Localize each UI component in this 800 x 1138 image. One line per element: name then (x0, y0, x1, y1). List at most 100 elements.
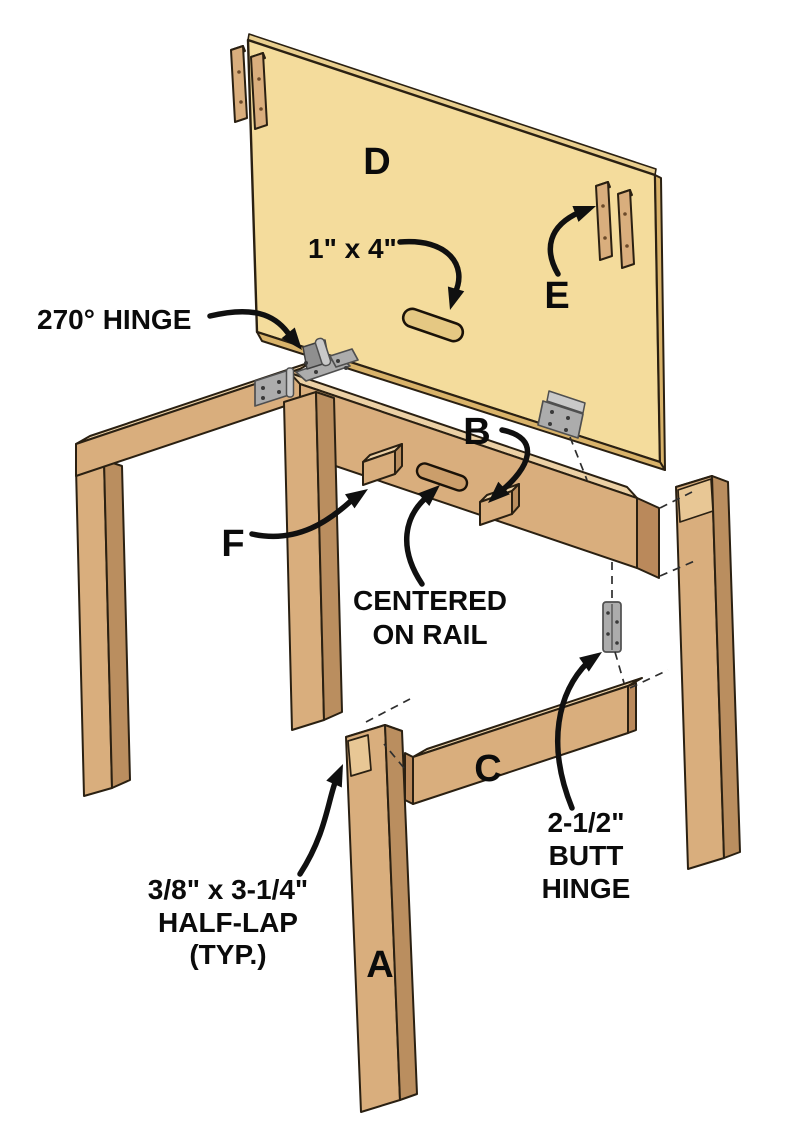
hinge-barrel (546, 390, 586, 414)
panel-bottom-edge (256, 331, 666, 471)
butt-hinge (602, 601, 622, 653)
table-frame (75, 360, 660, 797)
annotation-halflap-line1: 3/8" x 3-1/4" (148, 874, 308, 905)
arrowhead (488, 481, 510, 503)
part-label-a: A (366, 944, 393, 986)
cleat-front-face (230, 45, 248, 123)
screw-hole (239, 100, 243, 104)
leg-side-face (711, 475, 741, 859)
screw (566, 416, 570, 420)
panel-cleats-right (595, 181, 635, 269)
assembly-guide-dashed (614, 651, 625, 684)
arrow-270-hinge (207, 308, 291, 336)
screw (564, 428, 568, 432)
rail-end-face (404, 752, 414, 805)
arrowhead (326, 764, 343, 788)
assembly-guide-dashed (629, 669, 669, 689)
hinge-panel-right (537, 390, 586, 439)
screw (277, 390, 281, 394)
hinge-barrel (314, 337, 332, 367)
part-label-b: B (463, 411, 490, 453)
right-leg (675, 475, 741, 870)
annotation-halflap-line2: HALF-LAP (158, 907, 298, 938)
screw-hole (601, 204, 605, 208)
front-leg-a (345, 724, 418, 1113)
annotation-butt-line1: 2-1/2" (547, 807, 624, 838)
annotation-butt-line3: HINGE (542, 873, 631, 904)
hardware (254, 337, 622, 653)
part-label-f: F (221, 523, 244, 565)
assembly-guide-dashed (569, 436, 588, 481)
panel-cleats-top-left (230, 45, 268, 130)
annotation-butt-line2: BUTT (549, 840, 624, 871)
screw (606, 632, 610, 636)
rail-end-face (636, 497, 660, 579)
arrow-half-lap (297, 777, 339, 877)
annotation-270-hinge: 270° HINGE (37, 304, 191, 335)
screw (261, 386, 265, 390)
arrowhead (579, 652, 602, 672)
assembly-guide-dashed (365, 698, 411, 723)
screw-hole (259, 107, 263, 111)
screw (304, 361, 308, 365)
arrow-f (249, 497, 355, 540)
annotation-slot-size: 1" x 4" (308, 233, 397, 264)
rail-end-face (627, 682, 637, 734)
screw (277, 380, 281, 384)
screw (615, 620, 619, 624)
assembly-guide-dashed (383, 743, 405, 769)
arrow-e (547, 209, 583, 277)
hinge-barrel (285, 367, 295, 398)
annotation-centered-line1: CENTERED (353, 585, 507, 616)
arrowhead (417, 485, 440, 507)
arrowhead (281, 327, 302, 350)
arrowhead (447, 286, 465, 310)
half-lap-notch (677, 478, 714, 523)
assembly-guides (365, 436, 698, 769)
screw-hole (257, 77, 261, 81)
callout-arrows (207, 205, 602, 877)
rail-hand-slot (415, 462, 469, 492)
screw-hole (623, 212, 627, 216)
arrow-b (497, 427, 531, 495)
cleat-front-face (617, 189, 635, 269)
hand-slot-cutout (401, 307, 465, 343)
hinge-plate-left (254, 367, 295, 407)
panel-hand-slot (401, 307, 465, 343)
cleat-block-f-1 (362, 443, 403, 486)
screw-hole (603, 236, 607, 240)
leg-side-face (384, 724, 418, 1101)
arrowhead (572, 205, 596, 222)
screw-hole (237, 70, 241, 74)
arrow-slot-size (397, 238, 462, 296)
hinge-270 (295, 337, 359, 382)
text-labels: 270° HINGE 1" x 4" D E B F C A CENTERED … (37, 141, 630, 986)
assembly-guide-dashed (659, 559, 698, 577)
cleat-front-face (595, 181, 613, 261)
side-rail-c (404, 677, 643, 805)
hinge-leaf (537, 400, 584, 439)
rail-slot-cutout (415, 462, 469, 492)
screw (550, 410, 554, 414)
annotation-halflap-line3: (TYP.) (189, 939, 266, 970)
annotation-centered-line2: ON RAIL (372, 619, 487, 650)
screw (344, 366, 348, 370)
screw (336, 359, 340, 363)
part-label-d: D (363, 141, 390, 183)
screw (606, 611, 610, 615)
leg-side-face (103, 459, 131, 789)
assembly-guide-dashed (659, 491, 693, 509)
front-left-leg (283, 391, 343, 731)
part-label-c: C (474, 748, 501, 790)
screw (314, 370, 318, 374)
half-lap-notch (347, 734, 372, 777)
arrowhead (345, 489, 368, 509)
cleat-front-face (362, 450, 396, 486)
leg-side-face (315, 391, 343, 721)
screw-hole (625, 244, 629, 248)
arrow-centered-on-rail (403, 493, 431, 587)
cleat-front-face (250, 52, 268, 130)
part-label-e: E (544, 275, 569, 317)
